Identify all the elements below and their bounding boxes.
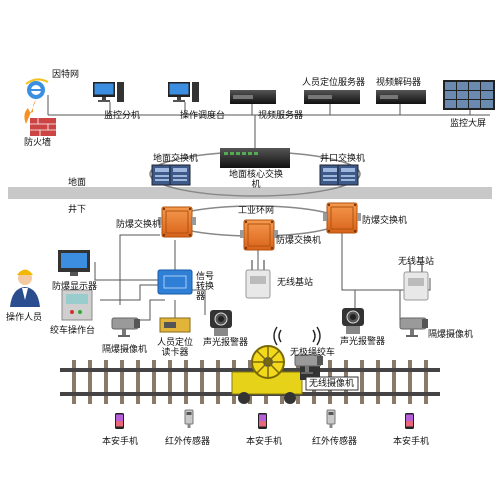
label-winch-console: 绞车操作台 [50,326,96,336]
label-locate-server: 人员定位服务器 [302,78,366,88]
label-phone-1: 本安手机 [102,437,139,447]
label-ex-switch-right: 防爆交换机 [362,216,408,226]
label-ring-net: 工业环网 [238,206,275,216]
label-ex-camera-right: 隔爆摄像机 [428,330,474,340]
label-alarm-left: 声光报警器 [203,338,249,348]
label-wireless-base-mid: 无线基站 [277,278,314,288]
under-links [94,230,431,321]
shaft-switch-icon [319,164,359,186]
locate-reader-icon [159,317,191,333]
video-server-icon [230,90,276,104]
alarm-left-icon [209,309,233,337]
label-winch-car: 无极绳绞车 [290,348,336,358]
label-ex-switch-mid: 防爆交换机 [276,236,322,246]
ground-band [8,187,492,199]
wireless-base-right-icon [403,261,429,301]
label-internet: 因特网 [52,70,80,80]
ir-sensor-1-icon [184,409,194,429]
ex-camera-left-icon [111,317,141,338]
label-alarm-right: 声光报警器 [340,337,386,347]
phone-1-icon [115,413,124,429]
label-signal-converter: 信号转换器 [196,272,215,302]
label-ex-camera-left: 隔爆摄像机 [102,345,148,355]
label-core-switch: 地面核心交换机 [228,170,283,190]
phone-2-icon [258,413,267,429]
ex-display-icon [58,250,90,276]
monitor-pc-icon [93,82,124,102]
phone-3-icon [405,413,414,429]
label-ir-sensor-1: 红外传感器 [165,437,211,447]
label-ground: 地面 [68,178,87,188]
label-video-decoder: 视频解码器 [376,78,422,88]
label-ground-switch: 地面交换机 [153,154,199,164]
winch-console-icon [61,289,93,321]
label-monitor-pc: 监控分机 [104,111,141,121]
wireless-waves-icon [273,326,321,346]
ex-switch-mid-icon [239,219,279,251]
label-video-server: 视频服务器 [258,111,304,121]
ex-camera-right-icon [399,317,429,338]
label-ir-sensor-2: 红外传感器 [312,437,358,447]
alarm-right-icon [341,307,365,335]
big-screen-icon [443,80,495,110]
label-phone-2: 本安手机 [246,437,283,447]
operator-icon [10,269,40,307]
dispatch-pc-icon [168,82,199,102]
ex-switch-left-icon [157,206,197,238]
label-phone-3: 本安手机 [393,437,430,447]
label-firewall: 防火墙 [24,138,52,148]
label-underground: 井下 [68,205,87,215]
label-ex-display: 防爆显示器 [52,282,98,292]
signal-converter-icon [157,269,193,295]
ie-icon [25,78,49,99]
ex-switch-right-icon [322,202,362,234]
label-locate-reader: 人员定位读卡器 [156,338,193,358]
locate-server-icon [304,90,360,104]
label-operator: 操作人员 [6,313,43,323]
ground-switch-icon [151,164,191,186]
label-shaft-switch: 井口交换机 [320,154,366,164]
label-ex-switch-left: 防爆交换机 [116,220,162,230]
ir-sensor-2-icon [326,409,336,429]
video-decoder-icon [376,90,426,104]
wireless-camera-tag [305,376,359,391]
label-wireless-base-right: 无线基站 [398,257,435,267]
core-switch-icon [220,148,290,168]
label-big-screen: 监控大屏 [450,119,487,129]
firewall-icon [24,100,56,136]
label-dispatch: 操作调度台 [180,111,226,121]
upper-links [47,95,490,150]
label-wireless-camera: 无线摄像机 [309,379,355,389]
